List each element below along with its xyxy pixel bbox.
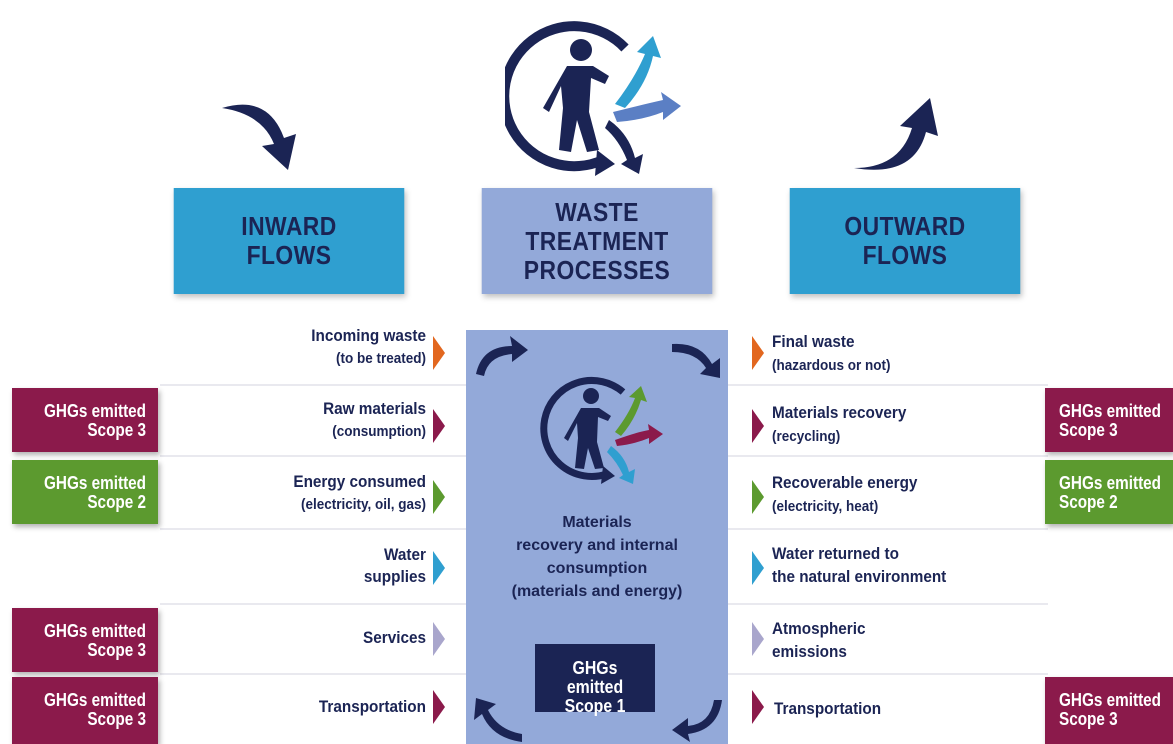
outward-row-transportation: Transportation (774, 699, 882, 718)
flow-arrow-icon (433, 409, 445, 443)
row-separator (728, 673, 1048, 675)
flow-arrow-icon (752, 622, 764, 656)
flow-arrow-icon (752, 409, 764, 443)
curved-arrow-up-icon (854, 98, 938, 170)
row-separator (160, 384, 466, 386)
inward-flows-header: INWARD FLOWS (173, 188, 405, 294)
flow-arrow-icon (433, 690, 445, 724)
inward-row-transportation: Transportation (318, 697, 426, 716)
cycle-arrow-icon (476, 336, 528, 376)
ghg-scope3-badge: GHGs emitted Scope 3 (12, 677, 158, 744)
waste-treatment-header: WASTE TREATMENT PROCESSES (481, 188, 713, 294)
outward-row-materials-recovery: Materials recovery(recycling) (772, 403, 907, 445)
ghg-scope3-badge: GHGs emitted Scope 3 (12, 388, 158, 452)
inward-row-energy-consumed: Energy consumed(electricity, oil, gas) (293, 472, 426, 513)
row-separator (728, 528, 1048, 530)
inward-row-services: Services (363, 628, 426, 647)
cycle-arrow-icon (672, 343, 720, 378)
row-separator (160, 673, 466, 675)
flow-arrow-icon (433, 336, 445, 370)
flow-arrow-icon (752, 480, 764, 514)
inward-row-raw-materials: Raw materials(consumption) (323, 399, 426, 440)
row-separator (728, 603, 1048, 605)
flow-arrow-icon (433, 551, 445, 585)
inward-row-incoming-waste: Incoming waste(to be treated) (311, 326, 426, 367)
flow-arrow-icon (433, 480, 445, 514)
flow-arrow-icon (752, 690, 764, 724)
cycle-arrow-icon (672, 700, 722, 742)
flow-arrow-icon (752, 551, 764, 585)
flow-arrow-icon (752, 336, 764, 370)
ghg-scope3-badge: GHGs emitted Scope 3 (1045, 677, 1173, 744)
ghg-scope2-badge: GHGs emitted Scope 2 (1045, 460, 1173, 524)
person-recycling-icon (540, 376, 663, 484)
ghg-scope3-badge: GHGs emitted Scope 3 (12, 608, 158, 672)
cycle-arrow-icon (474, 698, 522, 742)
row-separator (160, 528, 466, 530)
ghg-scope2-badge: GHGs emitted Scope 2 (12, 460, 158, 524)
ghg-scope1-badge: GHGs emitted Scope 1 (535, 644, 655, 716)
ghg-scope3-badge: GHGs emitted Scope 3 (1045, 388, 1173, 452)
center-description: Materials recovery and internal consumpt… (511, 514, 683, 600)
curved-arrow-down-icon (222, 104, 296, 170)
row-separator (160, 603, 466, 605)
outward-row-final-waste: Final waste(hazardous or not) (772, 332, 891, 374)
row-separator (728, 455, 1048, 457)
flow-arrow-icon (433, 622, 445, 656)
outward-row-recoverable-energy: Recoverable energy(electricity, heat) (772, 473, 918, 515)
row-separator (160, 455, 466, 457)
outward-flows-header: OUTWARD FLOWS (789, 188, 1021, 294)
person-recycling-icon (505, 21, 681, 176)
row-separator (728, 384, 1048, 386)
